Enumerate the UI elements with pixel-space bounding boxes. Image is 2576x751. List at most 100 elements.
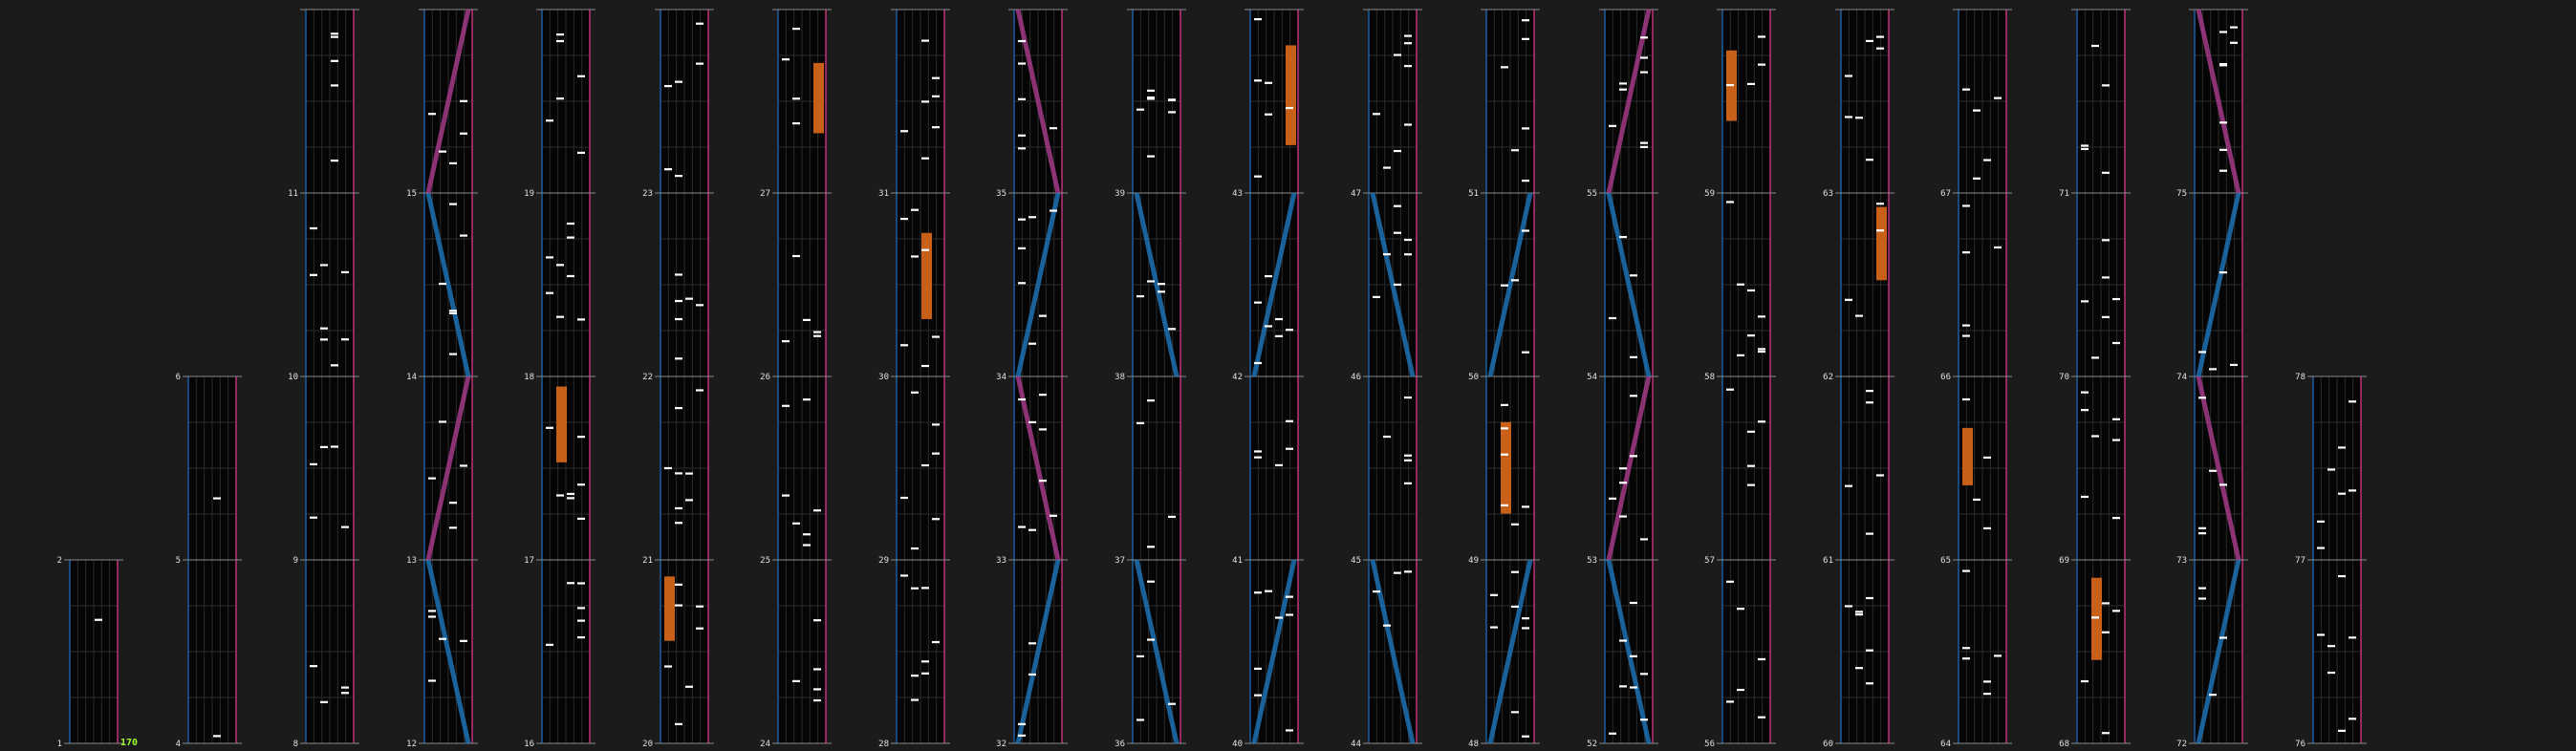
tap-note xyxy=(1522,505,1529,508)
tap-note xyxy=(1373,295,1380,298)
tap-note xyxy=(1394,54,1401,56)
tap-note xyxy=(1983,680,1991,683)
tap-note xyxy=(2112,297,2120,301)
measure-number: 41 xyxy=(1232,556,1243,566)
tap-note xyxy=(2349,636,2356,639)
measure-number: 30 xyxy=(878,373,889,382)
tap-note xyxy=(2219,636,2227,639)
measure-number: 58 xyxy=(1704,373,1715,382)
tap-note xyxy=(685,472,693,475)
tap-note xyxy=(546,256,553,259)
tap-note xyxy=(2102,732,2110,735)
measure-labels: 1245689101112131415161718192021222324252… xyxy=(57,189,2305,749)
measure-number: 46 xyxy=(1351,373,1361,382)
tap-note xyxy=(675,317,682,321)
tap-note xyxy=(921,587,929,590)
tap-note xyxy=(2081,409,2089,412)
tap-note xyxy=(556,97,564,100)
tap-note xyxy=(685,499,693,502)
tap-note xyxy=(310,273,317,276)
tap-note xyxy=(2081,391,2089,394)
tap-note xyxy=(1845,116,1852,118)
tap-note xyxy=(792,28,800,31)
tap-note xyxy=(921,157,929,160)
tap-note xyxy=(1039,394,1047,397)
hold-note xyxy=(556,386,567,462)
tap-note xyxy=(341,270,349,273)
measure-number: 43 xyxy=(1232,189,1243,199)
tap-note xyxy=(439,420,446,423)
tap-note xyxy=(2327,671,2335,675)
tap-note xyxy=(2102,276,2110,279)
laser-segment xyxy=(1606,376,1652,561)
tap-note xyxy=(1404,123,1412,126)
tap-note xyxy=(1158,290,1165,293)
hold-note xyxy=(2091,577,2102,660)
measure-number: 33 xyxy=(996,556,1007,566)
tap-note xyxy=(1845,605,1852,608)
tap-note xyxy=(567,236,574,239)
tap-note xyxy=(577,619,585,622)
lane-columns xyxy=(62,9,2369,744)
tap-note xyxy=(1522,180,1529,182)
tap-note xyxy=(1973,177,1981,180)
tap-note xyxy=(813,331,821,333)
tap-note xyxy=(1962,657,1970,660)
measure-number: 70 xyxy=(2059,373,2069,382)
tap-note xyxy=(331,364,338,367)
tap-note xyxy=(2081,679,2089,683)
tap-note xyxy=(1018,97,1026,100)
measure-number: 20 xyxy=(642,740,653,749)
tap-note xyxy=(1522,351,1529,354)
tap-note xyxy=(1039,480,1047,483)
tap-note xyxy=(696,304,704,307)
tap-note xyxy=(2198,597,2206,600)
lane-column xyxy=(889,9,952,744)
tap-note xyxy=(320,700,328,703)
tap-note xyxy=(341,338,349,341)
tap-note xyxy=(2112,610,2120,612)
tap-note xyxy=(675,174,682,178)
measure-number: 28 xyxy=(878,740,889,749)
tap-note xyxy=(2112,439,2120,441)
tap-note xyxy=(428,113,436,116)
notes xyxy=(1962,88,2002,696)
tap-note xyxy=(1265,274,1272,278)
tap-note xyxy=(460,639,467,642)
tap-note xyxy=(1404,238,1412,242)
tap-note xyxy=(2209,368,2217,371)
tap-note xyxy=(813,619,821,622)
tap-note xyxy=(331,59,338,62)
tap-note xyxy=(675,299,682,303)
measure-number: 48 xyxy=(1468,740,1479,749)
tap-note xyxy=(1018,526,1026,528)
measure-number: 61 xyxy=(1823,556,1833,566)
tap-note xyxy=(696,22,704,25)
tap-note xyxy=(1866,401,1873,404)
lane-column xyxy=(2069,9,2132,744)
measure-number: 26 xyxy=(760,373,770,382)
tap-note xyxy=(1876,474,1884,477)
tap-note xyxy=(1845,484,1852,487)
tap-note xyxy=(1018,397,1026,401)
tap-note xyxy=(1286,329,1293,332)
tap-note xyxy=(792,254,800,258)
tap-note xyxy=(1286,419,1293,422)
tap-note xyxy=(1265,590,1272,592)
lane-column xyxy=(1951,9,2014,744)
laser-segment xyxy=(2196,192,2241,377)
tap-note xyxy=(921,660,929,663)
measure-number: 6 xyxy=(176,373,181,382)
tap-note xyxy=(1404,482,1412,484)
measure-number: 68 xyxy=(2059,740,2069,749)
tap-note xyxy=(1962,397,1970,401)
laser-segment xyxy=(1487,559,1533,744)
tap-note xyxy=(1404,34,1412,37)
measure-number: 32 xyxy=(996,740,1007,749)
tap-note xyxy=(1028,528,1036,531)
tap-note xyxy=(1619,482,1627,484)
tap-note xyxy=(2349,489,2356,492)
tap-note xyxy=(1028,342,1036,345)
measure-number: 75 xyxy=(2176,189,2187,199)
tap-note xyxy=(577,517,585,520)
